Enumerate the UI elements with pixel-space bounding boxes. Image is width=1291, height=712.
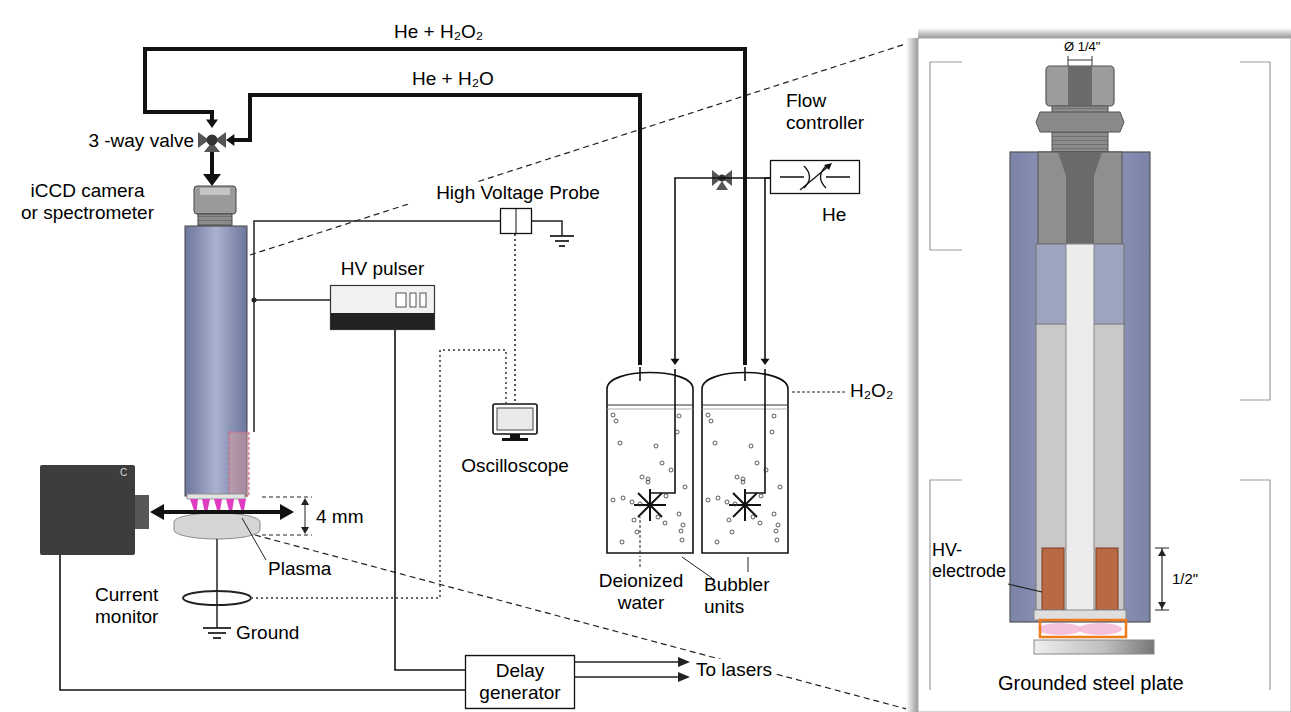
hv-pulser: HV pulser bbox=[330, 285, 435, 330]
text-label: HV- electrode bbox=[932, 540, 1012, 581]
oscilloscope: Oscilloscope bbox=[492, 403, 538, 441]
text-label: Grounded steel plate bbox=[998, 672, 1184, 695]
camera-shape bbox=[40, 465, 135, 555]
three-way-valve-shape bbox=[198, 128, 226, 152]
vessel bbox=[607, 373, 693, 554]
node-text: H₂O₂ bbox=[850, 380, 893, 402]
text-label: 1/2" bbox=[1172, 570, 1198, 587]
arrow-head bbox=[206, 120, 218, 128]
delay-generator: Delay generator bbox=[465, 655, 575, 709]
plasma-jet bbox=[150, 152, 574, 638]
arrow-head bbox=[671, 359, 680, 365]
bubbler-shape bbox=[700, 365, 790, 555]
connector bbox=[145, 49, 745, 365]
zoom-lines bbox=[250, 40, 918, 712]
connector bbox=[395, 330, 465, 670]
bubbler: H₂O₂ bbox=[700, 365, 790, 555]
arrow-head bbox=[761, 359, 770, 365]
connector bbox=[675, 178, 770, 360]
node-text: Oscilloscope bbox=[432, 455, 598, 477]
connector bbox=[514, 234, 516, 403]
bubbler: Deionized water bbox=[605, 365, 695, 555]
text-label: C bbox=[120, 467, 127, 479]
text-label: Bubbler units bbox=[704, 574, 782, 618]
node-text: Deionized water bbox=[593, 570, 689, 614]
flow-controller-shape bbox=[770, 160, 860, 194]
text-label: 4 mm bbox=[316, 506, 364, 528]
text-label: Ground bbox=[236, 622, 299, 644]
node-text: Delay generator bbox=[465, 660, 575, 704]
connector bbox=[765, 178, 770, 360]
oscilloscope-shape bbox=[492, 403, 538, 441]
text-label: To lasers bbox=[694, 659, 774, 681]
node-text: Flow controller bbox=[784, 90, 892, 134]
connector bbox=[233, 95, 640, 365]
text-label: Plasma bbox=[268, 558, 331, 580]
node-text: HV pulser bbox=[330, 258, 435, 280]
hv-pulser-shape bbox=[330, 285, 435, 330]
text-label: Ø 1/4" bbox=[1064, 40, 1100, 55]
inset-panel bbox=[906, 28, 1291, 712]
camera: iCCD camera or spectrometer bbox=[40, 465, 135, 555]
three-way-valve: 3 -way valve bbox=[198, 128, 226, 152]
node-text: High Voltage Probe bbox=[400, 182, 636, 204]
misc-wires bbox=[575, 170, 846, 682]
node-text: 3 -way valve bbox=[86, 130, 194, 152]
vessel bbox=[702, 373, 788, 554]
jet-cross-section bbox=[1008, 56, 1169, 654]
edge-label: He + H₂O₂ bbox=[392, 21, 485, 43]
flow-controller: Flow controller bbox=[770, 160, 860, 194]
text-label: Current monitor bbox=[95, 584, 175, 628]
edge-label: He + H₂O bbox=[410, 68, 496, 90]
node-text: iCCD camera or spectrometer bbox=[20, 180, 155, 224]
text-label: He bbox=[822, 204, 846, 226]
hv-probe-shape bbox=[500, 208, 532, 234]
connector bbox=[60, 555, 465, 690]
arrow-head bbox=[226, 134, 234, 146]
bubbler-shape bbox=[605, 365, 695, 555]
hv-probe: High Voltage Probe bbox=[500, 208, 532, 234]
